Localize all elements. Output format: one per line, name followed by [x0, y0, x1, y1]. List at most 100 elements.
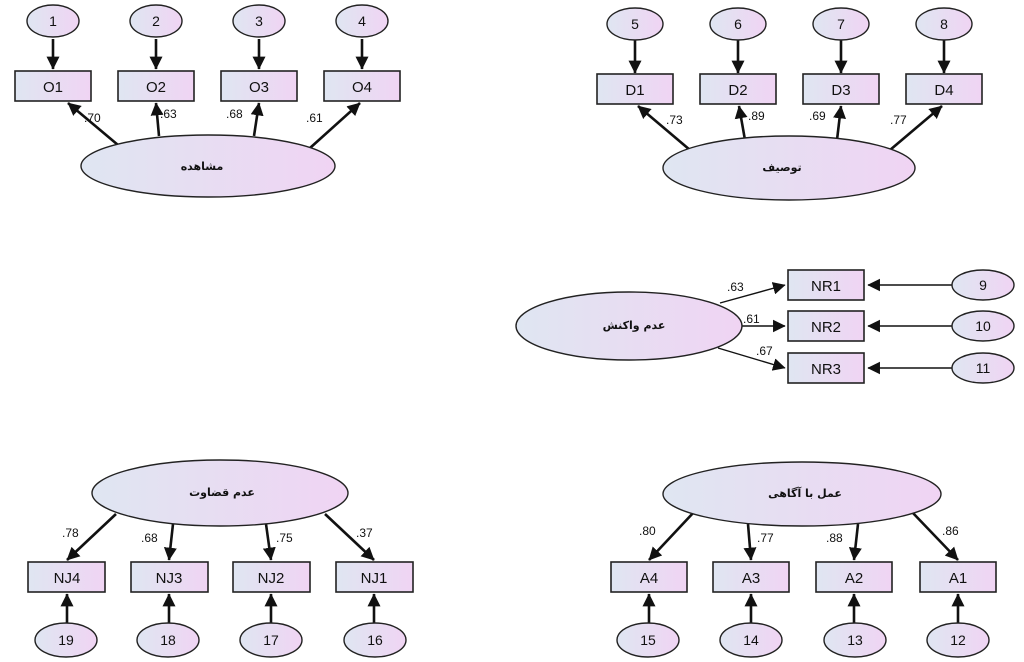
indicator-label-o2: O2 [146, 79, 166, 96]
indicator-box-nr3 [787, 352, 865, 384]
loading-d3: .69 [809, 109, 826, 123]
error-circle-17 [239, 622, 303, 658]
indicator-box-nj3 [130, 561, 209, 593]
loading-arrow-nj2 [262, 523, 276, 561]
error-circle-10 [951, 310, 1015, 342]
indicator-label-nj3: NJ3 [156, 570, 183, 587]
error-circle-8 [915, 7, 973, 41]
loading-nr1: .63 [727, 280, 744, 294]
error-circle-2 [129, 4, 183, 38]
error-label-6: 6 [734, 16, 742, 32]
indicator-box-d1 [596, 73, 674, 105]
group-non-judging: عدم قضاوت NJ4 NJ3 NJ2 NJ1 19 18 17 16 .7… [27, 459, 414, 658]
loading-arrow-d2 [734, 105, 748, 141]
indicator-box-o2 [117, 70, 195, 102]
error-circle-3 [232, 4, 286, 38]
error-label-12: 12 [950, 632, 966, 648]
latent-label-non-judging: عدم قضاوت [189, 486, 255, 499]
indicator-label-nj4: NJ4 [54, 570, 81, 587]
indicator-box-a4 [610, 561, 688, 593]
loading-o1: .70 [84, 111, 101, 125]
latent-label-observation: مشاهده [181, 160, 224, 173]
latent-label-acting-awareness: عمل با آگاهی [768, 486, 842, 500]
indicator-label-a3: A3 [742, 570, 760, 587]
error-circle-1 [26, 4, 80, 38]
loading-d4: .77 [890, 113, 907, 127]
error-label-14: 14 [743, 632, 759, 648]
loading-arrow-a3 [743, 523, 757, 561]
indicator-label-d1: D1 [625, 82, 644, 99]
loading-nr2: .61 [743, 312, 760, 326]
loading-arrow-o1 [67, 102, 119, 146]
error-circle-4 [335, 4, 389, 38]
loading-a1: .86 [942, 524, 959, 538]
loading-nj1: .37 [356, 526, 373, 540]
error-label-18: 18 [160, 632, 176, 648]
indicator-label-nj2: NJ2 [258, 570, 285, 587]
indicator-label-d2: D2 [728, 82, 747, 99]
loading-nj2: .75 [276, 531, 293, 545]
indicator-label-a1: A1 [949, 570, 967, 587]
loading-nj4: .78 [62, 526, 79, 540]
loading-arrow-a1 [911, 511, 959, 561]
loading-arrow-nr3 [717, 347, 786, 371]
loading-arrow-d3 [833, 105, 847, 141]
error-label-10: 10 [975, 318, 991, 334]
indicator-label-o4: O4 [352, 79, 372, 96]
error-label-11: 11 [976, 360, 991, 376]
error-label-9: 9 [979, 277, 987, 293]
loading-d1: .73 [666, 113, 683, 127]
loading-arrow-d4 [889, 105, 943, 151]
latent-description [662, 135, 916, 201]
indicator-label-d3: D3 [831, 82, 850, 99]
indicator-label-a4: A4 [640, 570, 658, 587]
loading-o4: .61 [306, 111, 323, 125]
error-circle-6 [709, 7, 767, 41]
error-label-16: 16 [367, 632, 383, 648]
loading-arrow-nj3 [163, 523, 177, 561]
latent-acting-awareness [662, 461, 942, 527]
loading-arrow-nj4 [66, 513, 117, 561]
loading-arrow-nj1 [324, 513, 375, 561]
error-circle-9 [951, 269, 1015, 301]
indicator-box-d4 [905, 73, 983, 105]
latent-observation [80, 134, 336, 198]
indicator-label-o1: O1 [43, 79, 63, 96]
error-circle-18 [136, 622, 200, 658]
indicator-box-nj4 [27, 561, 106, 593]
error-label-17: 17 [263, 632, 279, 648]
loading-a3: .77 [757, 531, 774, 545]
latent-label-description: توصیف [762, 161, 801, 174]
error-label-3: 3 [255, 13, 263, 29]
indicator-box-d2 [699, 73, 777, 105]
indicator-box-d3 [802, 73, 880, 105]
loading-arrow-o4 [309, 102, 361, 149]
indicator-label-nr3: NR3 [811, 361, 841, 378]
error-circle-13 [823, 622, 887, 658]
indicator-label-nr1: NR1 [811, 278, 841, 295]
error-circle-5 [606, 7, 664, 41]
loading-arrow-o2 [150, 102, 164, 137]
loading-a2: .88 [826, 531, 843, 545]
error-label-7: 7 [837, 16, 845, 32]
error-circle-7 [812, 7, 870, 41]
error-circle-19 [34, 622, 98, 658]
group-acting-awareness: عمل با آگاهی A4 A3 A2 A1 15 14 13 12 .80… [610, 461, 997, 658]
error-circle-12 [926, 622, 990, 658]
loading-nj3: .68 [141, 531, 158, 545]
error-label-1: 1 [49, 13, 57, 29]
indicator-box-nj1 [335, 561, 414, 593]
error-circle-16 [343, 622, 407, 658]
indicator-label-nr2: NR2 [811, 319, 841, 336]
indicator-box-a3 [712, 561, 790, 593]
loading-o3: .68 [226, 107, 243, 121]
loading-arrow-a4 [648, 511, 695, 561]
indicator-label-o3: O3 [249, 79, 269, 96]
indicator-label-a2: A2 [845, 570, 863, 587]
indicator-label-d4: D4 [934, 82, 953, 99]
loading-arrow-d1 [637, 105, 691, 151]
error-circle-11 [951, 352, 1015, 384]
error-circle-14 [719, 622, 783, 658]
group-non-reactivity: عدم واکنش NR1 NR2 NR3 9 10 11 .63 .61 .6… [515, 269, 1015, 384]
